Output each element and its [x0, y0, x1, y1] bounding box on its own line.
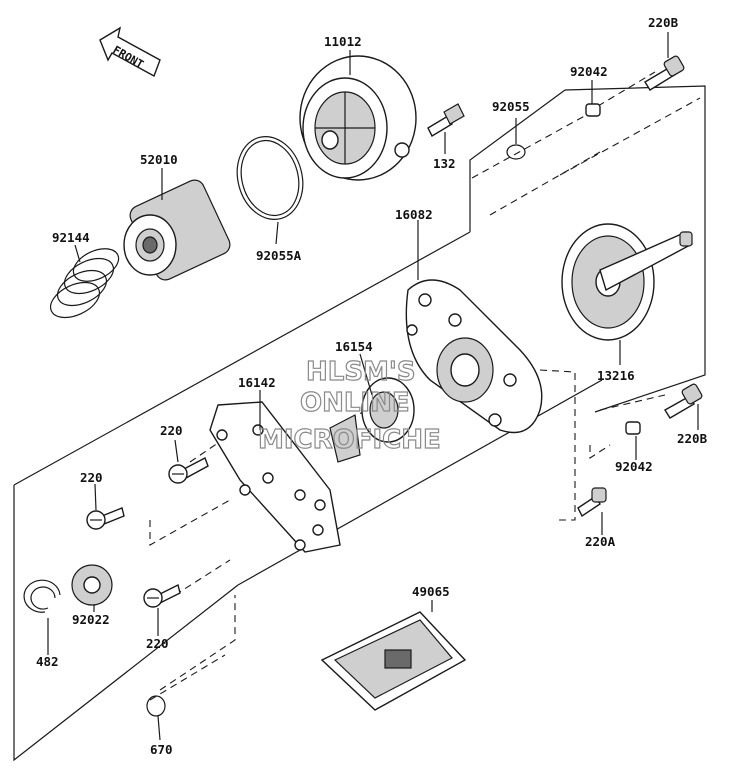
part-label-92055: 92055 [492, 99, 530, 114]
part-label-92042-right: 92042 [615, 459, 653, 474]
front-direction-arrow: FRONT [99, 26, 161, 78]
part-16082-pump-body [405, 279, 543, 434]
part-220B-bolt-right [664, 383, 703, 419]
part-label-670: 670 [150, 742, 173, 757]
watermark-line-3: MICROFICHE [258, 425, 441, 455]
part-label-92144: 92144 [52, 230, 90, 245]
part-13216-gear-shaft [561, 223, 693, 341]
part-92042-dowel-top [585, 103, 601, 117]
label-leader-lines [47, 32, 699, 741]
part-label-220B-right: 220B [677, 431, 708, 446]
part-92144-spring [49, 248, 120, 319]
part-label-49065: 49065 [412, 584, 450, 599]
part-11012-pump-cover [299, 55, 417, 181]
part-number-labels: 11012 220B 92042 92055 52010 132 92144 9… [36, 15, 708, 757]
part-label-16142: 16142 [238, 375, 276, 390]
part-label-220A: 220A [585, 534, 616, 549]
part-label-220-c: 220 [146, 636, 169, 651]
part-label-92022: 92022 [72, 612, 110, 627]
watermark: HLSM'S ONLINE MICROFICHE [257, 356, 441, 455]
part-label-16154: 16154 [335, 339, 373, 354]
part-label-220-a: 220 [160, 423, 183, 438]
part-label-11012: 11012 [324, 34, 362, 49]
part-16154-rotor [329, 377, 415, 463]
part-label-220B-top: 220B [648, 15, 679, 30]
watermark-line-2: ONLINE [300, 388, 410, 418]
part-220A-bolt [577, 487, 607, 518]
part-label-132: 132 [433, 156, 456, 171]
part-49065-oil-screen [320, 611, 467, 711]
part-52010-oil-filter [123, 179, 231, 281]
part-92055A-o-ring [236, 135, 304, 221]
part-label-92055A: 92055A [256, 248, 302, 263]
part-92022-washer [71, 564, 113, 606]
part-92055-small-o-ring [506, 144, 526, 160]
part-220-screw-c [143, 583, 181, 608]
part-label-16082: 16082 [395, 207, 433, 222]
part-670-small-o-ring [146, 695, 166, 717]
dashed-leader-lines [149, 71, 701, 701]
part-482-circlip [23, 579, 61, 613]
part-220-screw-a [168, 457, 209, 484]
part-label-482: 482 [36, 654, 59, 669]
part-label-220-b: 220 [80, 470, 103, 485]
part-label-52010: 52010 [140, 152, 178, 167]
part-132-bolt [427, 103, 465, 137]
part-label-92042-top: 92042 [570, 64, 608, 79]
part-label-13216: 13216 [597, 368, 635, 383]
watermark-line-1: HLSM'S [306, 357, 416, 387]
part-220B-bolt-top [644, 55, 685, 91]
assembly-frame-lines [13, 85, 706, 762]
part-220-screw-b [86, 507, 125, 530]
part-92042-dowel-right [625, 421, 641, 435]
